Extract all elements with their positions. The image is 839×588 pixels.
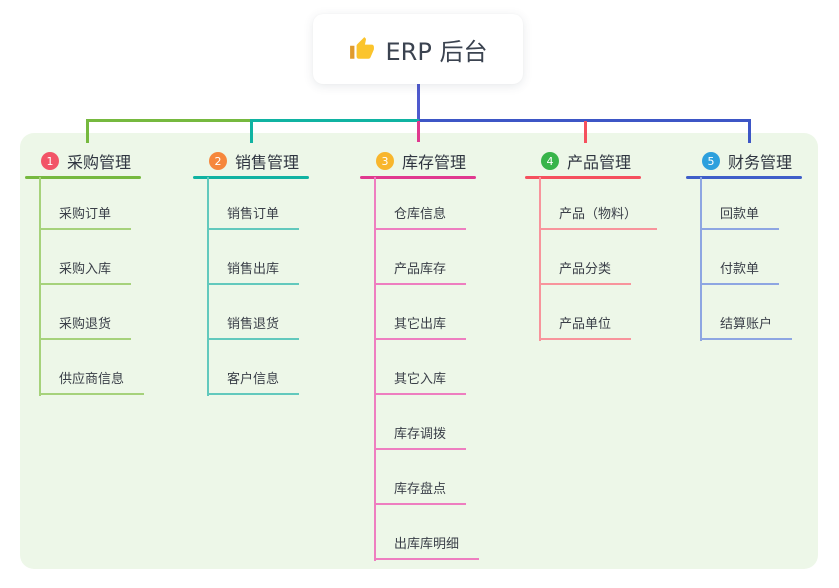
branch-number-badge: 5 xyxy=(702,152,720,170)
branch-number-badge: 1 xyxy=(41,152,59,170)
thumbs-up-icon xyxy=(349,37,374,59)
branch-underline xyxy=(193,176,309,179)
child-node[interactable]: 采购订单 xyxy=(39,206,132,230)
child-node[interactable]: 客户信息 xyxy=(207,371,300,395)
connector-drop-inventory xyxy=(417,121,420,142)
branches-panel xyxy=(20,133,818,569)
branch-children-line xyxy=(700,177,702,341)
connector-drop-product xyxy=(584,121,587,143)
branch-label: 库存管理 xyxy=(402,153,467,172)
child-node[interactable]: 出库库明细 xyxy=(374,536,480,560)
branch-number-badge: 4 xyxy=(541,152,559,170)
child-node[interactable]: 产品分类 xyxy=(539,261,632,285)
child-node[interactable]: 仓库信息 xyxy=(374,206,467,230)
child-node[interactable]: 产品（物料） xyxy=(539,206,658,230)
child-node[interactable]: 其它出库 xyxy=(374,316,467,340)
child-node[interactable]: 供应商信息 xyxy=(39,371,145,395)
branch-label: 销售管理 xyxy=(235,153,300,172)
child-node[interactable]: 结算账户 xyxy=(700,316,793,340)
branch-sales-header[interactable]: 2 销售管理 xyxy=(209,149,299,173)
branch-underline xyxy=(360,176,476,179)
branch-product-header[interactable]: 4 产品管理 xyxy=(541,149,631,173)
child-node[interactable]: 采购入库 xyxy=(39,261,132,285)
branch-children-line xyxy=(207,177,209,396)
child-node[interactable]: 付款单 xyxy=(700,261,780,285)
child-node[interactable]: 库存调拨 xyxy=(374,426,467,450)
connector-drop-finance xyxy=(748,119,751,143)
branch-label: 采购管理 xyxy=(67,153,132,172)
branch-number-badge: 2 xyxy=(209,152,227,170)
child-node[interactable]: 销售退货 xyxy=(207,316,300,340)
branch-finance-header[interactable]: 5 财务管理 xyxy=(702,149,792,173)
branch-underline xyxy=(25,176,141,179)
connector-horizontal-teal xyxy=(250,119,419,122)
branch-children-line xyxy=(539,177,541,341)
child-node[interactable]: 销售订单 xyxy=(207,206,300,230)
branch-purchase-header[interactable]: 1 采购管理 xyxy=(41,149,131,173)
branch-underline xyxy=(525,176,641,179)
branch-label: 产品管理 xyxy=(567,153,632,172)
root-label: ERP 后台 xyxy=(385,37,488,66)
branch-inventory-header[interactable]: 3 库存管理 xyxy=(376,149,466,173)
branch-underline xyxy=(686,176,802,179)
connector-drop-purchase xyxy=(86,119,89,143)
root-node[interactable]: ERP 后台 xyxy=(313,14,523,84)
child-node[interactable]: 产品单位 xyxy=(539,316,632,340)
branch-children-line xyxy=(374,177,376,561)
branch-children-line xyxy=(39,177,41,396)
child-node[interactable]: 其它入库 xyxy=(374,371,467,395)
connector-horizontal-green xyxy=(86,119,252,122)
branch-label: 财务管理 xyxy=(728,153,793,172)
child-node[interactable]: 库存盘点 xyxy=(374,481,467,505)
branch-number-badge: 3 xyxy=(376,152,394,170)
child-node[interactable]: 产品库存 xyxy=(374,261,467,285)
child-node[interactable]: 采购退货 xyxy=(39,316,132,340)
connector-drop-sales xyxy=(250,119,253,143)
child-node[interactable]: 回款单 xyxy=(700,206,780,230)
connector-horizontal-blue xyxy=(419,119,751,122)
child-node[interactable]: 销售出库 xyxy=(207,261,300,285)
connector-root-drop xyxy=(417,84,420,121)
